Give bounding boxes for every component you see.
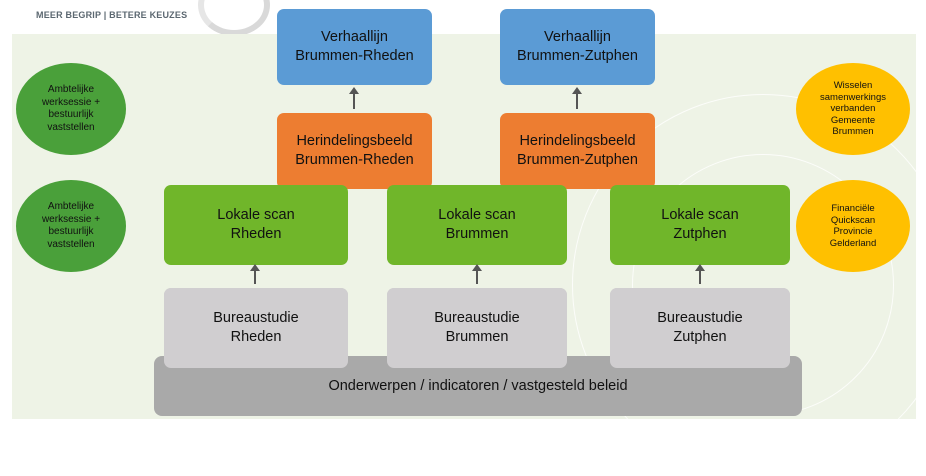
header: MEER BEGRIP | BETERE KEUZES bbox=[0, 0, 926, 36]
bureaustudie-rheden-box-front: Bureaustudie Rheden bbox=[164, 288, 348, 368]
ambtelijke-werksessie-ellipse: Ambtelijke werksessie + bestuurlijk vast… bbox=[16, 180, 126, 272]
financiele-quickscan-ellipse: Financiële Quickscan Provincie Gelderlan… bbox=[796, 180, 910, 272]
logo-swirl-icon bbox=[198, 0, 270, 36]
arrow-up-icon bbox=[695, 264, 705, 284]
bureaustudie-zutphen-box-front: Bureaustudie Zutphen bbox=[610, 288, 790, 368]
ambtelijke-werksessie-ellipse: Ambtelijke werksessie + bestuurlijk vast… bbox=[16, 63, 126, 155]
arrow-up-icon bbox=[349, 87, 359, 109]
lokale-scan-brummen-box: Lokale scan Brummen bbox=[387, 185, 567, 265]
lokale-scan-zutphen-box: Lokale scan Zutphen bbox=[610, 185, 790, 265]
herindelingsbeeld-rheden-box: Herindelingsbeeld Brummen-Rheden bbox=[277, 113, 432, 189]
wisselen-samenwerkingsverbanden-ellipse: Wisselen samenwerkings verbanden Gemeent… bbox=[796, 63, 910, 155]
arrow-up-icon bbox=[472, 264, 482, 284]
arrow-up-icon bbox=[572, 87, 582, 109]
verhaallijn-zutphen-box: Verhaallijn Brummen-Zutphen bbox=[500, 9, 655, 85]
tagline: MEER BEGRIP | BETERE KEUZES bbox=[36, 10, 188, 20]
arrow-up-icon bbox=[250, 264, 260, 284]
verhaallijn-rheden-box: Verhaallijn Brummen-Rheden bbox=[277, 9, 432, 85]
bureaustudie-brummen-box-front: Bureaustudie Brummen bbox=[387, 288, 567, 368]
herindelingsbeeld-zutphen-box: Herindelingsbeeld Brummen-Zutphen bbox=[500, 113, 655, 189]
lokale-scan-rheden-box: Lokale scan Rheden bbox=[164, 185, 348, 265]
